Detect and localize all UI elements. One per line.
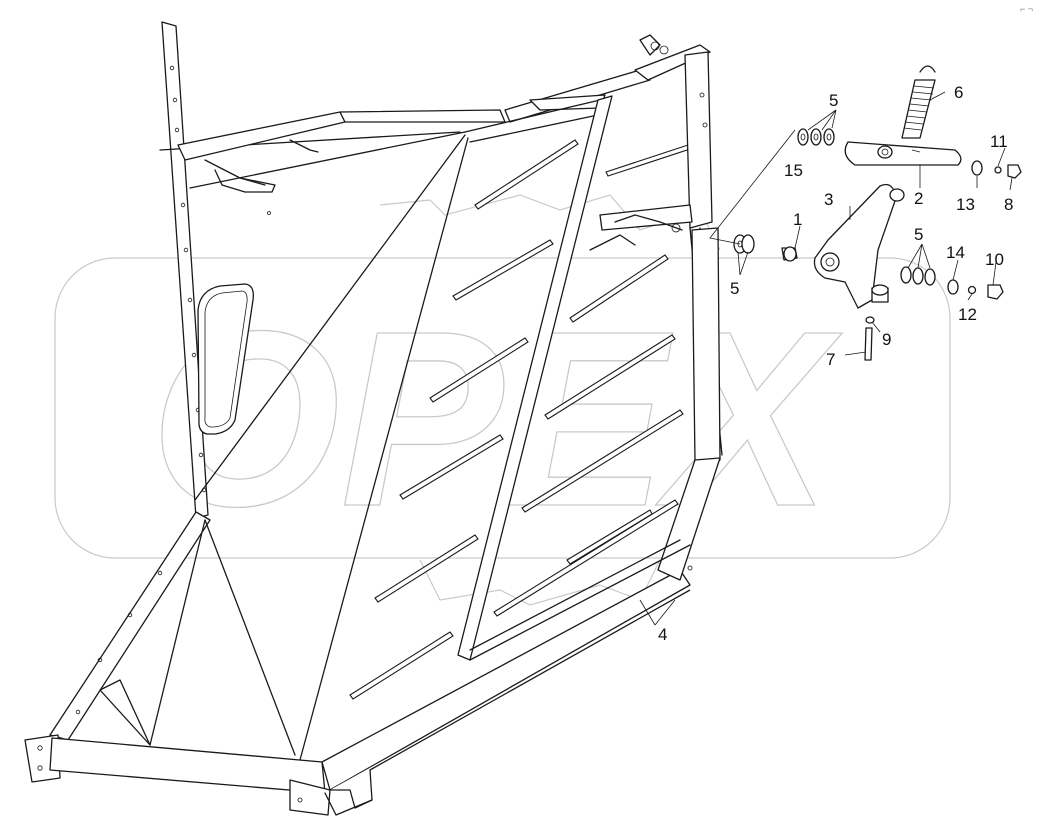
callout-9: 9 (882, 330, 891, 349)
callout-4: 4 (658, 625, 667, 644)
nut-part-12 (967, 285, 977, 295)
callout-5-right: 5 (914, 225, 923, 244)
callout-6: 6 (954, 83, 963, 102)
callout-13: 13 (956, 195, 975, 214)
pivot-arm-part-3 (813, 183, 905, 309)
panel-slots (349, 139, 691, 700)
nut-part-11 (994, 166, 1002, 174)
washer-part-13 (971, 160, 983, 176)
callout-7: 7 (826, 350, 835, 369)
main-frame (24, 21, 723, 816)
callout-5-top: 5 (829, 91, 838, 110)
callout-2: 2 (914, 189, 923, 208)
lever-plate-part-2 (844, 141, 962, 166)
callout-11: 11 (990, 132, 1008, 151)
callout-3: 3 (824, 190, 833, 209)
pin-part-7 (864, 327, 873, 361)
callout-8: 8 (1004, 195, 1013, 214)
corner-mark: ⌐ ¬ (1020, 4, 1033, 14)
callout-5-left: 5 (730, 279, 739, 298)
clip-part-9 (865, 316, 875, 324)
nut-part-10 (987, 284, 1004, 300)
callout-12: 12 (958, 305, 977, 324)
callout-10: 10 (985, 250, 1004, 269)
callout-14: 14 (946, 243, 965, 262)
spring-part-6 (901, 65, 936, 139)
washers-part-15 (797, 128, 835, 146)
washer-part-14 (947, 279, 959, 295)
nut-part-8 (1007, 164, 1022, 179)
hardware-parts (733, 65, 1022, 361)
leader-lines (639, 91, 1013, 626)
callout-labels: 1 2 3 4 5 5 5 6 7 8 9 10 11 12 13 14 15 … (658, 4, 1033, 644)
callout-15: 15 (784, 161, 803, 180)
washers-part-5-right (900, 266, 936, 286)
callout-1: 1 (793, 210, 802, 229)
